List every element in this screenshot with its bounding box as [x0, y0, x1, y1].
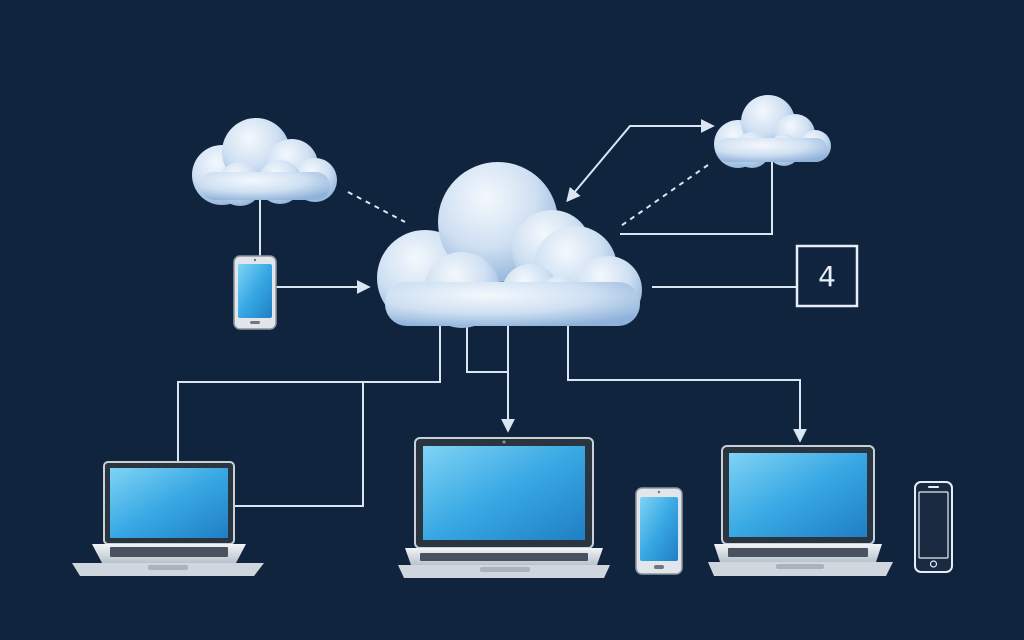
cloud-left-icon: [192, 118, 337, 206]
smartphone-outline-right-icon: [914, 481, 953, 573]
connectors: [177, 119, 807, 507]
connector-dashed-left: [347, 191, 406, 223]
connector-main-laptop-right: [567, 325, 807, 443]
laptop-left-icon: [72, 461, 264, 576]
connector-main-laptop-center: [466, 325, 508, 373]
cloud-right-icon: [714, 95, 831, 168]
connector-right-cloud-loop: [620, 162, 773, 235]
cloud-main-icon: [377, 162, 642, 328]
laptop-center-icon: [398, 437, 610, 578]
laptop-right-icon: [708, 445, 893, 576]
connector-dashed-right: [617, 164, 709, 229]
connector-top-arrow: [566, 125, 710, 203]
smartphone-top-left-icon: [233, 255, 277, 330]
smartphone-center-icon: [635, 487, 683, 575]
connector-main-laptop-left: [177, 325, 441, 462]
badge-label: 4: [818, 260, 836, 293]
connector-main-laptop-left-b: [234, 382, 364, 507]
numbered-box-icon: 4: [795, 244, 859, 308]
